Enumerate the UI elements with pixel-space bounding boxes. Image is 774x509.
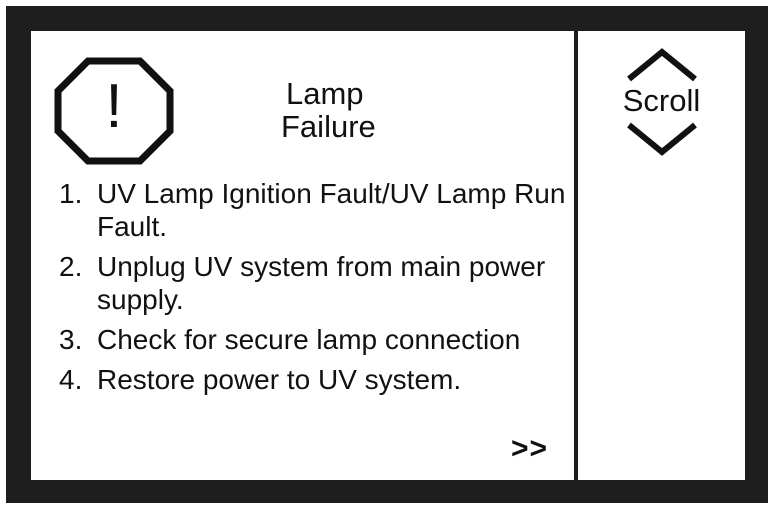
chevron-up-icon[interactable] — [622, 45, 702, 85]
step-number: 1. — [59, 178, 83, 209]
page-title-line-2: Failure — [281, 109, 376, 144]
step-number: 4. — [59, 364, 83, 395]
exclamation-octagon-icon: ! — [54, 56, 174, 166]
next-page-button[interactable]: >> — [510, 432, 548, 465]
step-number: 3. — [59, 324, 83, 355]
instruction-step: 1. UV Lamp Ignition Fault/UV Lamp Run Fa… — [59, 177, 571, 243]
exclamation-mark: ! — [105, 72, 123, 141]
step-text: Unplug UV system from main power supply. — [97, 251, 546, 315]
step-text: Check for secure lamp connection — [97, 324, 521, 355]
device-frame: ! Lamp Failure 1. UV Lamp Ignition Fault… — [6, 6, 768, 503]
instruction-step: 2. Unplug UV system from main power supp… — [59, 250, 571, 316]
chevron-down-icon[interactable] — [622, 119, 702, 159]
scroll-panel[interactable]: Scroll — [578, 31, 745, 480]
step-number: 2. — [59, 251, 83, 282]
instruction-list: 1. UV Lamp Ignition Fault/UV Lamp Run Fa… — [59, 177, 571, 403]
fault-message-panel: ! Lamp Failure 1. UV Lamp Ignition Fault… — [31, 31, 574, 480]
instruction-step: 3. Check for secure lamp connection — [59, 323, 571, 356]
step-text: UV Lamp Ignition Fault/UV Lamp Run Fault… — [97, 178, 566, 242]
step-text: Restore power to UV system. — [97, 364, 462, 395]
scroll-label[interactable]: Scroll — [622, 83, 701, 118]
instruction-step: 4. Restore power to UV system. — [59, 363, 571, 396]
page-title-line-1: Lamp — [286, 76, 364, 111]
